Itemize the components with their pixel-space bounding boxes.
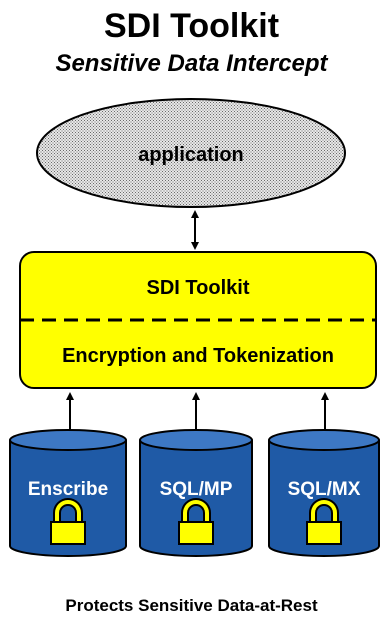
toolkit-bottom-label: Encryption and Tokenization bbox=[62, 345, 334, 367]
database-enscribe: Enscribe bbox=[9, 429, 127, 557]
application-node: application bbox=[36, 98, 346, 208]
application-label: application bbox=[138, 144, 244, 166]
sdi-toolkit-box: SDI Toolkit Encryption and Tokenization bbox=[19, 251, 377, 389]
application-ellipse bbox=[36, 98, 346, 208]
database-sqlmx: SQL/MX bbox=[268, 429, 380, 557]
footer-caption: Protects Sensitive Data-at-Rest bbox=[65, 596, 318, 615]
page-subtitle: Sensitive Data Intercept bbox=[55, 50, 328, 77]
database-sqlmp: SQL/MP bbox=[139, 429, 253, 557]
toolkit-top-label: SDI Toolkit bbox=[147, 277, 250, 299]
database-label: Enscribe bbox=[28, 479, 108, 500]
page-title: SDI Toolkit bbox=[103, 7, 280, 45]
database-label: SQL/MX bbox=[288, 479, 361, 500]
database-label: SQL/MP bbox=[160, 479, 233, 500]
